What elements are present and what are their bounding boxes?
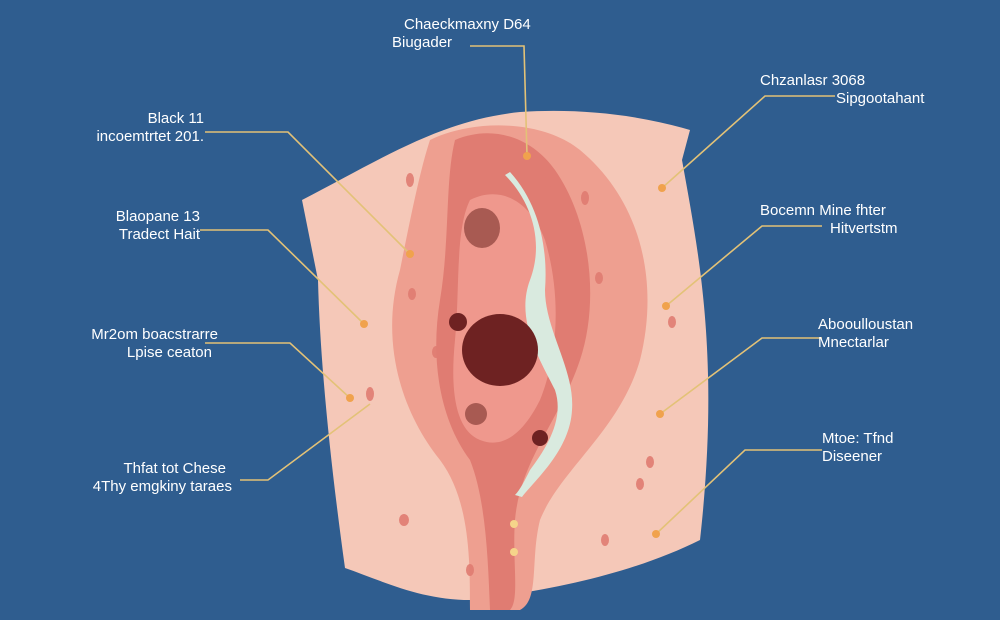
label-right2: Bocemn Mine fhter Hitvertstm	[760, 202, 898, 238]
leader-line-right4	[655, 449, 822, 535]
label-right4-line2: Diseener	[822, 448, 883, 465]
label-left3: Mr2om boacstrarre Lpise ceaton	[91, 326, 218, 362]
label-left4-line1: Thfat tot Chese	[123, 460, 226, 477]
leader-line-left3	[205, 342, 351, 399]
label-left1-line2: incoemtrtet 201.	[96, 128, 204, 145]
label-left1: Black 11 incoemtrtet 201.	[96, 110, 204, 146]
label-right1: Chzanlasr 3068 Sipgootahant	[760, 72, 924, 108]
lesion-small-1	[449, 313, 467, 331]
label-right3-line2: Mnectarlar	[818, 334, 889, 351]
tissue-channel	[505, 172, 573, 497]
label-left2-line1: Blaopane 13	[115, 208, 200, 225]
label-left3-line2: Lpise ceaton	[126, 344, 212, 361]
label-top: Chaeckmaxny D64 Biugader	[392, 16, 531, 52]
label-right3: Abooulloustan Mnectarlar	[818, 316, 913, 352]
label-left2: Blaopane 13 Tradect Hait	[116, 208, 200, 244]
lesion-small-2	[465, 403, 487, 425]
leader-line-top	[470, 45, 528, 157]
leader-line-left4	[240, 403, 371, 481]
label-left1-line1: Black 11	[147, 110, 204, 127]
lesion-large	[462, 314, 538, 386]
label-top-line1: Chaeckmaxny D64	[404, 16, 531, 33]
leader-line-left1	[205, 131, 411, 255]
label-left3-line1: Mr2om boacstrarre	[91, 326, 218, 343]
leader-line-right1	[661, 95, 835, 189]
leader-dots	[346, 152, 670, 556]
leader-line-right2	[665, 225, 822, 307]
label-left4: Thfat tot Chese 4Thy emgkiny taraes	[93, 460, 232, 496]
lesion-small-3	[532, 430, 548, 446]
label-right2-line2: Hitvertstm	[830, 220, 898, 237]
label-right1-line1: Chzanlasr 3068	[760, 72, 866, 89]
label-left2-line2: Tradect Hait	[118, 226, 200, 243]
label-right4: Mtoe: Tfnd Diseener	[822, 430, 893, 466]
label-right3-line1: Abooulloustan	[818, 316, 914, 333]
tissue-spots	[366, 173, 676, 576]
lesion-upper	[464, 208, 500, 248]
label-right1-line2: Sipgootahant	[836, 90, 925, 107]
leader-lines	[200, 45, 835, 535]
label-left4-line2: 4Thy emgkiny taraes	[92, 478, 232, 495]
label-right2-line1: Bocemn Mine fhter	[760, 202, 886, 219]
label-top-line2: Biugader	[392, 34, 453, 51]
leader-line-left2	[200, 229, 365, 325]
leader-line-right3	[659, 337, 822, 415]
label-right4-line1: Mtoe: Tfnd	[822, 430, 894, 447]
